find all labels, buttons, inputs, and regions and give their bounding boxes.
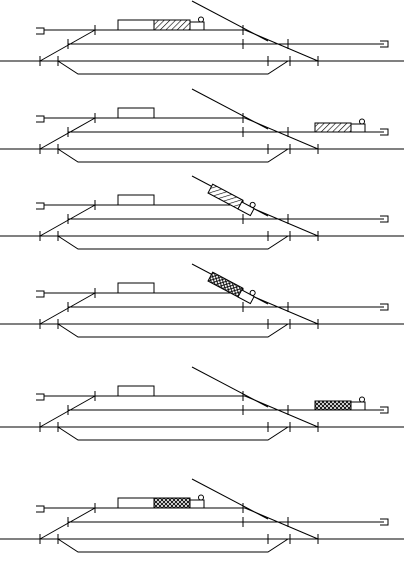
- buffer-stop-left: [36, 27, 45, 35]
- diagonal-spur-track: [191, 0, 269, 42]
- platform: [117, 497, 155, 509]
- platform: [117, 107, 155, 119]
- panel-step-2: [0, 88, 404, 163]
- buffer-stop-right: [380, 406, 389, 414]
- panel-step-1: [0, 0, 404, 75]
- wagon: [153, 497, 191, 509]
- panel-step-5: [0, 366, 404, 441]
- loco-body: [189, 21, 205, 31]
- loco-body: [189, 499, 205, 509]
- diagonal-spur-track: [191, 366, 269, 408]
- wagon: [314, 122, 352, 133]
- lower-loop-track: [57, 235, 289, 250]
- lower-loop-track: [57, 323, 289, 338]
- buffer-stop-left: [36, 202, 45, 210]
- loco-cab: [198, 16, 204, 23]
- loco-body: [350, 401, 366, 411]
- buffer-stop-right: [380, 215, 389, 223]
- buffer-stop-right: [380, 303, 389, 311]
- buffer-stop-right: [380, 40, 389, 48]
- loco-body: [237, 289, 255, 305]
- lower-loop-track: [57, 148, 289, 163]
- locomotive: [350, 118, 366, 133]
- lower-loop-track: [57, 60, 289, 75]
- wagon: [153, 19, 191, 31]
- platform: [117, 19, 155, 31]
- locomotive: [189, 16, 205, 31]
- locomotive: [189, 494, 205, 509]
- loco-body: [350, 123, 366, 133]
- diagonal-spur-track: [191, 478, 269, 520]
- lower-loop-track: [57, 538, 289, 553]
- diagonal-spur-track: [191, 88, 269, 130]
- buffer-stop-left: [36, 115, 45, 123]
- platform: [117, 282, 155, 294]
- wagon-body: [153, 19, 191, 31]
- wagon-body: [314, 400, 352, 411]
- platform: [117, 385, 155, 397]
- loco-cab: [359, 396, 365, 403]
- loco-body: [237, 201, 255, 217]
- buffer-stop-right: [380, 518, 389, 526]
- loco-cab: [249, 201, 256, 208]
- panel-step-4: [0, 263, 404, 338]
- buffer-stop-right: [380, 128, 389, 136]
- locomotive: [350, 396, 366, 411]
- locomotive: [237, 201, 256, 217]
- wagon-body: [314, 122, 352, 133]
- buffer-stop-left: [36, 290, 45, 298]
- loco-cab: [198, 494, 204, 501]
- locomotive: [237, 289, 256, 305]
- wagon: [314, 400, 352, 411]
- wagon-body: [153, 497, 191, 509]
- platform: [117, 194, 155, 206]
- buffer-stop-left: [36, 505, 45, 513]
- lower-loop-track: [57, 426, 289, 441]
- loco-cab: [359, 118, 365, 125]
- loco-cab: [249, 289, 256, 296]
- panel-step-3: [0, 175, 404, 250]
- buffer-stop-left: [36, 393, 45, 401]
- panel-step-6: [0, 478, 404, 553]
